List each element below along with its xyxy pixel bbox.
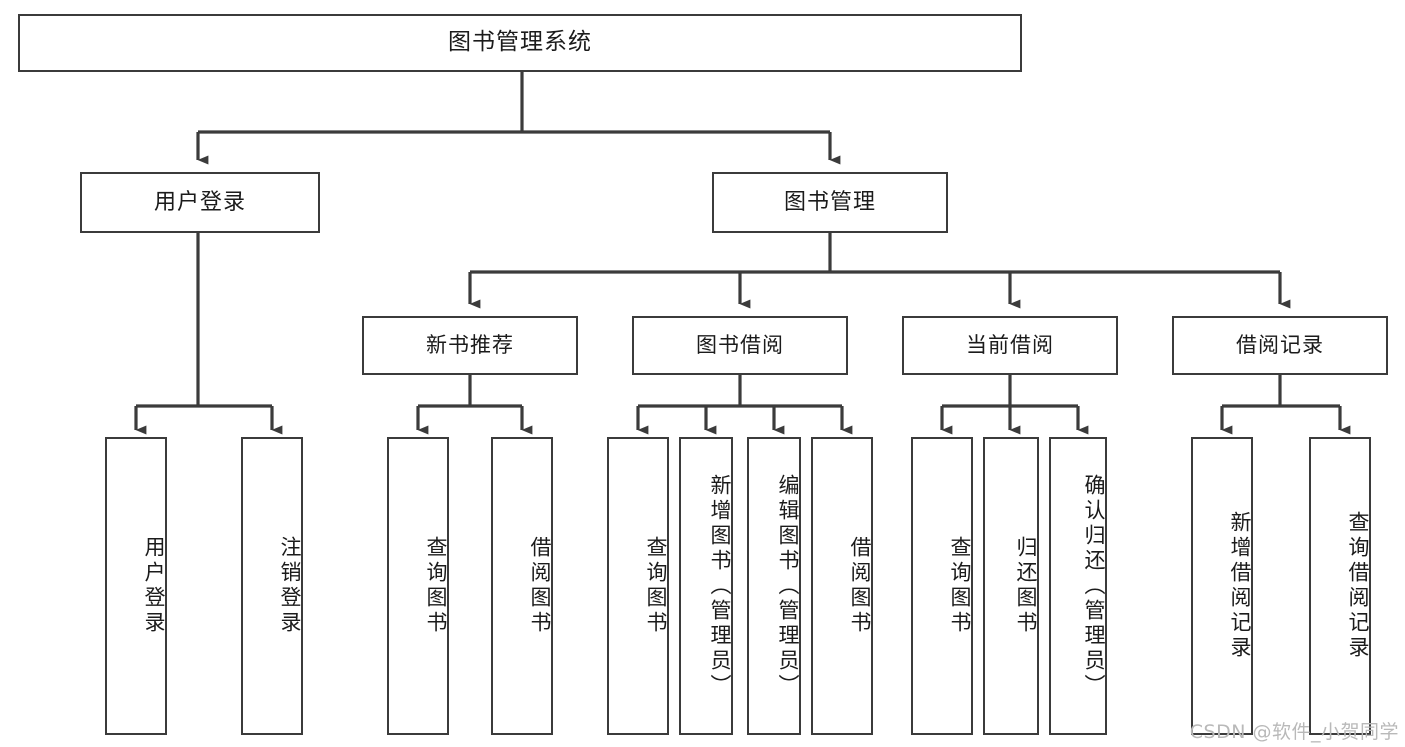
node-leaf-user-login-login[interactable]: 用户登录: [105, 437, 167, 735]
node-label: 用户登录: [142, 536, 166, 636]
node-leaf-current-confirm-return-admin[interactable]: 确认归还（管理员）: [1049, 437, 1107, 735]
node-leaf-borrow-edit-book-admin[interactable]: 编辑图书（管理员）: [747, 437, 801, 735]
node-label: 确认归还（管理员）: [1082, 473, 1106, 699]
node-borrow-record[interactable]: 借阅记录: [1172, 316, 1388, 375]
node-leaf-borrow-add-book-admin[interactable]: 新增图书（管理员）: [679, 437, 733, 735]
node-leaf-user-login-logout[interactable]: 注销登录: [241, 437, 303, 735]
node-label: 编辑图书（管理员）: [776, 473, 800, 699]
node-leaf-new-book-borrow[interactable]: 借阅图书: [491, 437, 553, 735]
node-label: 查询借阅记录: [1346, 511, 1370, 661]
node-leaf-current-query-book[interactable]: 查询图书: [911, 437, 973, 735]
node-root-book-management-system[interactable]: 图书管理系统: [18, 14, 1022, 72]
node-label: 新增借阅记录: [1228, 511, 1252, 661]
node-new-book-recommend[interactable]: 新书推荐: [362, 316, 578, 375]
node-current-borrow[interactable]: 当前借阅: [902, 316, 1118, 375]
node-leaf-borrow-borrow-book[interactable]: 借阅图书: [811, 437, 873, 735]
node-label: 查询图书: [948, 536, 972, 636]
node-leaf-new-book-query[interactable]: 查询图书: [387, 437, 449, 735]
node-label: 查询图书: [644, 536, 668, 636]
watermark: CSDN @软件_小贺同学: [1189, 721, 1399, 743]
node-book-borrow[interactable]: 图书借阅: [632, 316, 848, 375]
node-label: 用户登录: [153, 189, 246, 215]
node-label: 新增图书（管理员）: [708, 473, 732, 699]
node-label: 新书推荐: [426, 333, 514, 358]
node-label: 借阅记录: [1236, 333, 1324, 358]
node-leaf-record-query[interactable]: 查询借阅记录: [1309, 437, 1371, 735]
node-label: 当前借阅: [966, 333, 1054, 358]
node-label: 归还图书: [1014, 536, 1038, 636]
node-leaf-borrow-query-book[interactable]: 查询图书: [607, 437, 669, 735]
node-label: 查询图书: [424, 536, 448, 636]
node-label: 注销登录: [278, 536, 302, 636]
node-user-login[interactable]: 用户登录: [80, 172, 320, 233]
node-label: 图书管理系统: [448, 29, 592, 56]
node-book-management[interactable]: 图书管理: [712, 172, 948, 233]
node-label: 图书借阅: [696, 333, 784, 358]
node-leaf-current-return-book[interactable]: 归还图书: [983, 437, 1039, 735]
node-label: 借阅图书: [848, 536, 872, 636]
node-leaf-record-add[interactable]: 新增借阅记录: [1191, 437, 1253, 735]
node-label: 借阅图书: [528, 536, 552, 636]
node-label: 图书管理: [783, 189, 876, 215]
